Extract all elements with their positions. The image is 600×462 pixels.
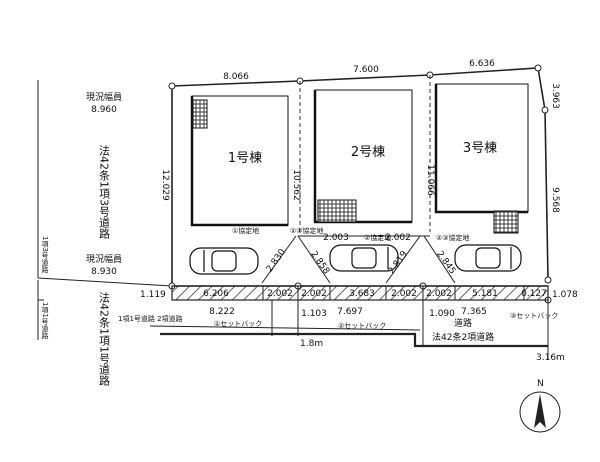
kyotei-2a: ②①協定地 [290,226,324,235]
dim-top-1: 8.066 [223,72,249,82]
strip-dim-7: 5.181 [472,289,498,299]
strip-end-left: 1.119 [140,290,166,300]
strip-ticks [262,286,525,300]
setback-2: ②セットバック [338,322,386,330]
dim-mid-2: 2.002 [385,233,411,243]
kyotei-1: ①協定地 [232,226,259,235]
car-1 [189,247,259,275]
width-1-8: 1.8m [300,339,323,349]
strip-dim-6: 2.002 [426,289,452,299]
kyotei-2b: ②協定地 [364,233,391,242]
bottom-dim-4: 1.090 [429,309,455,319]
strip-dim-4: 3.683 [349,289,375,299]
left-road-lines [37,80,173,340]
bottom-road-title: 道路 [454,317,472,329]
current-width-2-title: 現況幅員 [86,253,122,265]
left-road-label-2: 法42条1項1号道路 [98,291,111,387]
current-width-1-title: 現況幅員 [86,91,122,103]
car-3 [454,244,522,272]
dim-diag-4: 2.845 [434,249,457,276]
kyotei-3: ②③協定地 [436,233,470,242]
left-road-label: 法42条1項3号道路 [98,144,111,240]
bottom-dim-3: 7.697 [337,307,363,317]
road-boundary-label: 1項1号道路 2項道路 [118,314,183,323]
strip-dim-3: 2.002 [301,289,327,299]
dim-inner-1: 10.562 [291,169,301,201]
setback-strip [171,285,549,301]
north-arrow: N [519,379,561,433]
dim-diag-2: 2.858 [308,249,331,276]
side-road-label-2: 1項1号道路 [41,302,49,340]
dim-right-1: 3.963 [550,83,560,109]
building-2: 2号棟 [313,89,413,224]
current-width-2-value: 8.930 [91,267,117,277]
setback-1: ①セットバック [214,320,262,328]
current-width-1-value: 8.960 [91,105,117,115]
building-3: 3号棟 [434,83,529,234]
setback-3: ③セットバック [510,312,558,320]
north-label: N [537,379,544,389]
bottom-dim-2: 1.103 [301,309,327,319]
diagonal-lines [261,235,456,284]
strip-dim-2: 2.002 [267,289,293,299]
building-1: 1号棟 [190,95,289,227]
road-boundaries [149,300,549,360]
strip-end-right: 1.078 [552,290,578,300]
strip-dim-5: 2.002 [391,289,417,299]
dim-left: 12.029 [160,169,170,201]
width-3-16: 3.16m [536,353,565,363]
dim-right-2: 9.568 [550,187,560,213]
bottom-dim-1: 8.222 [209,307,235,317]
car-2 [329,244,399,272]
bottom-dim-5: 7.365 [461,307,487,317]
dim-diag-1: 2.830 [265,247,288,274]
lot-lines [299,75,431,232]
dim-mid-1: 2.003 [323,233,349,243]
strip-dim-1: 6.206 [203,289,229,299]
building-2-label: 2号棟 [351,145,385,160]
strip-dim-8: 0.127 [521,289,547,299]
building-3-label: 3号棟 [463,141,497,156]
dim-top-3: 6.636 [469,59,495,69]
building-1-label: 1号棟 [228,151,262,166]
side-road-label: 1項3号道路 [41,236,49,274]
dim-top-2: 7.600 [353,65,379,75]
bottom-road: 法42条2項道路 [432,331,494,343]
dim-inner-2: 11.066 [425,164,435,196]
